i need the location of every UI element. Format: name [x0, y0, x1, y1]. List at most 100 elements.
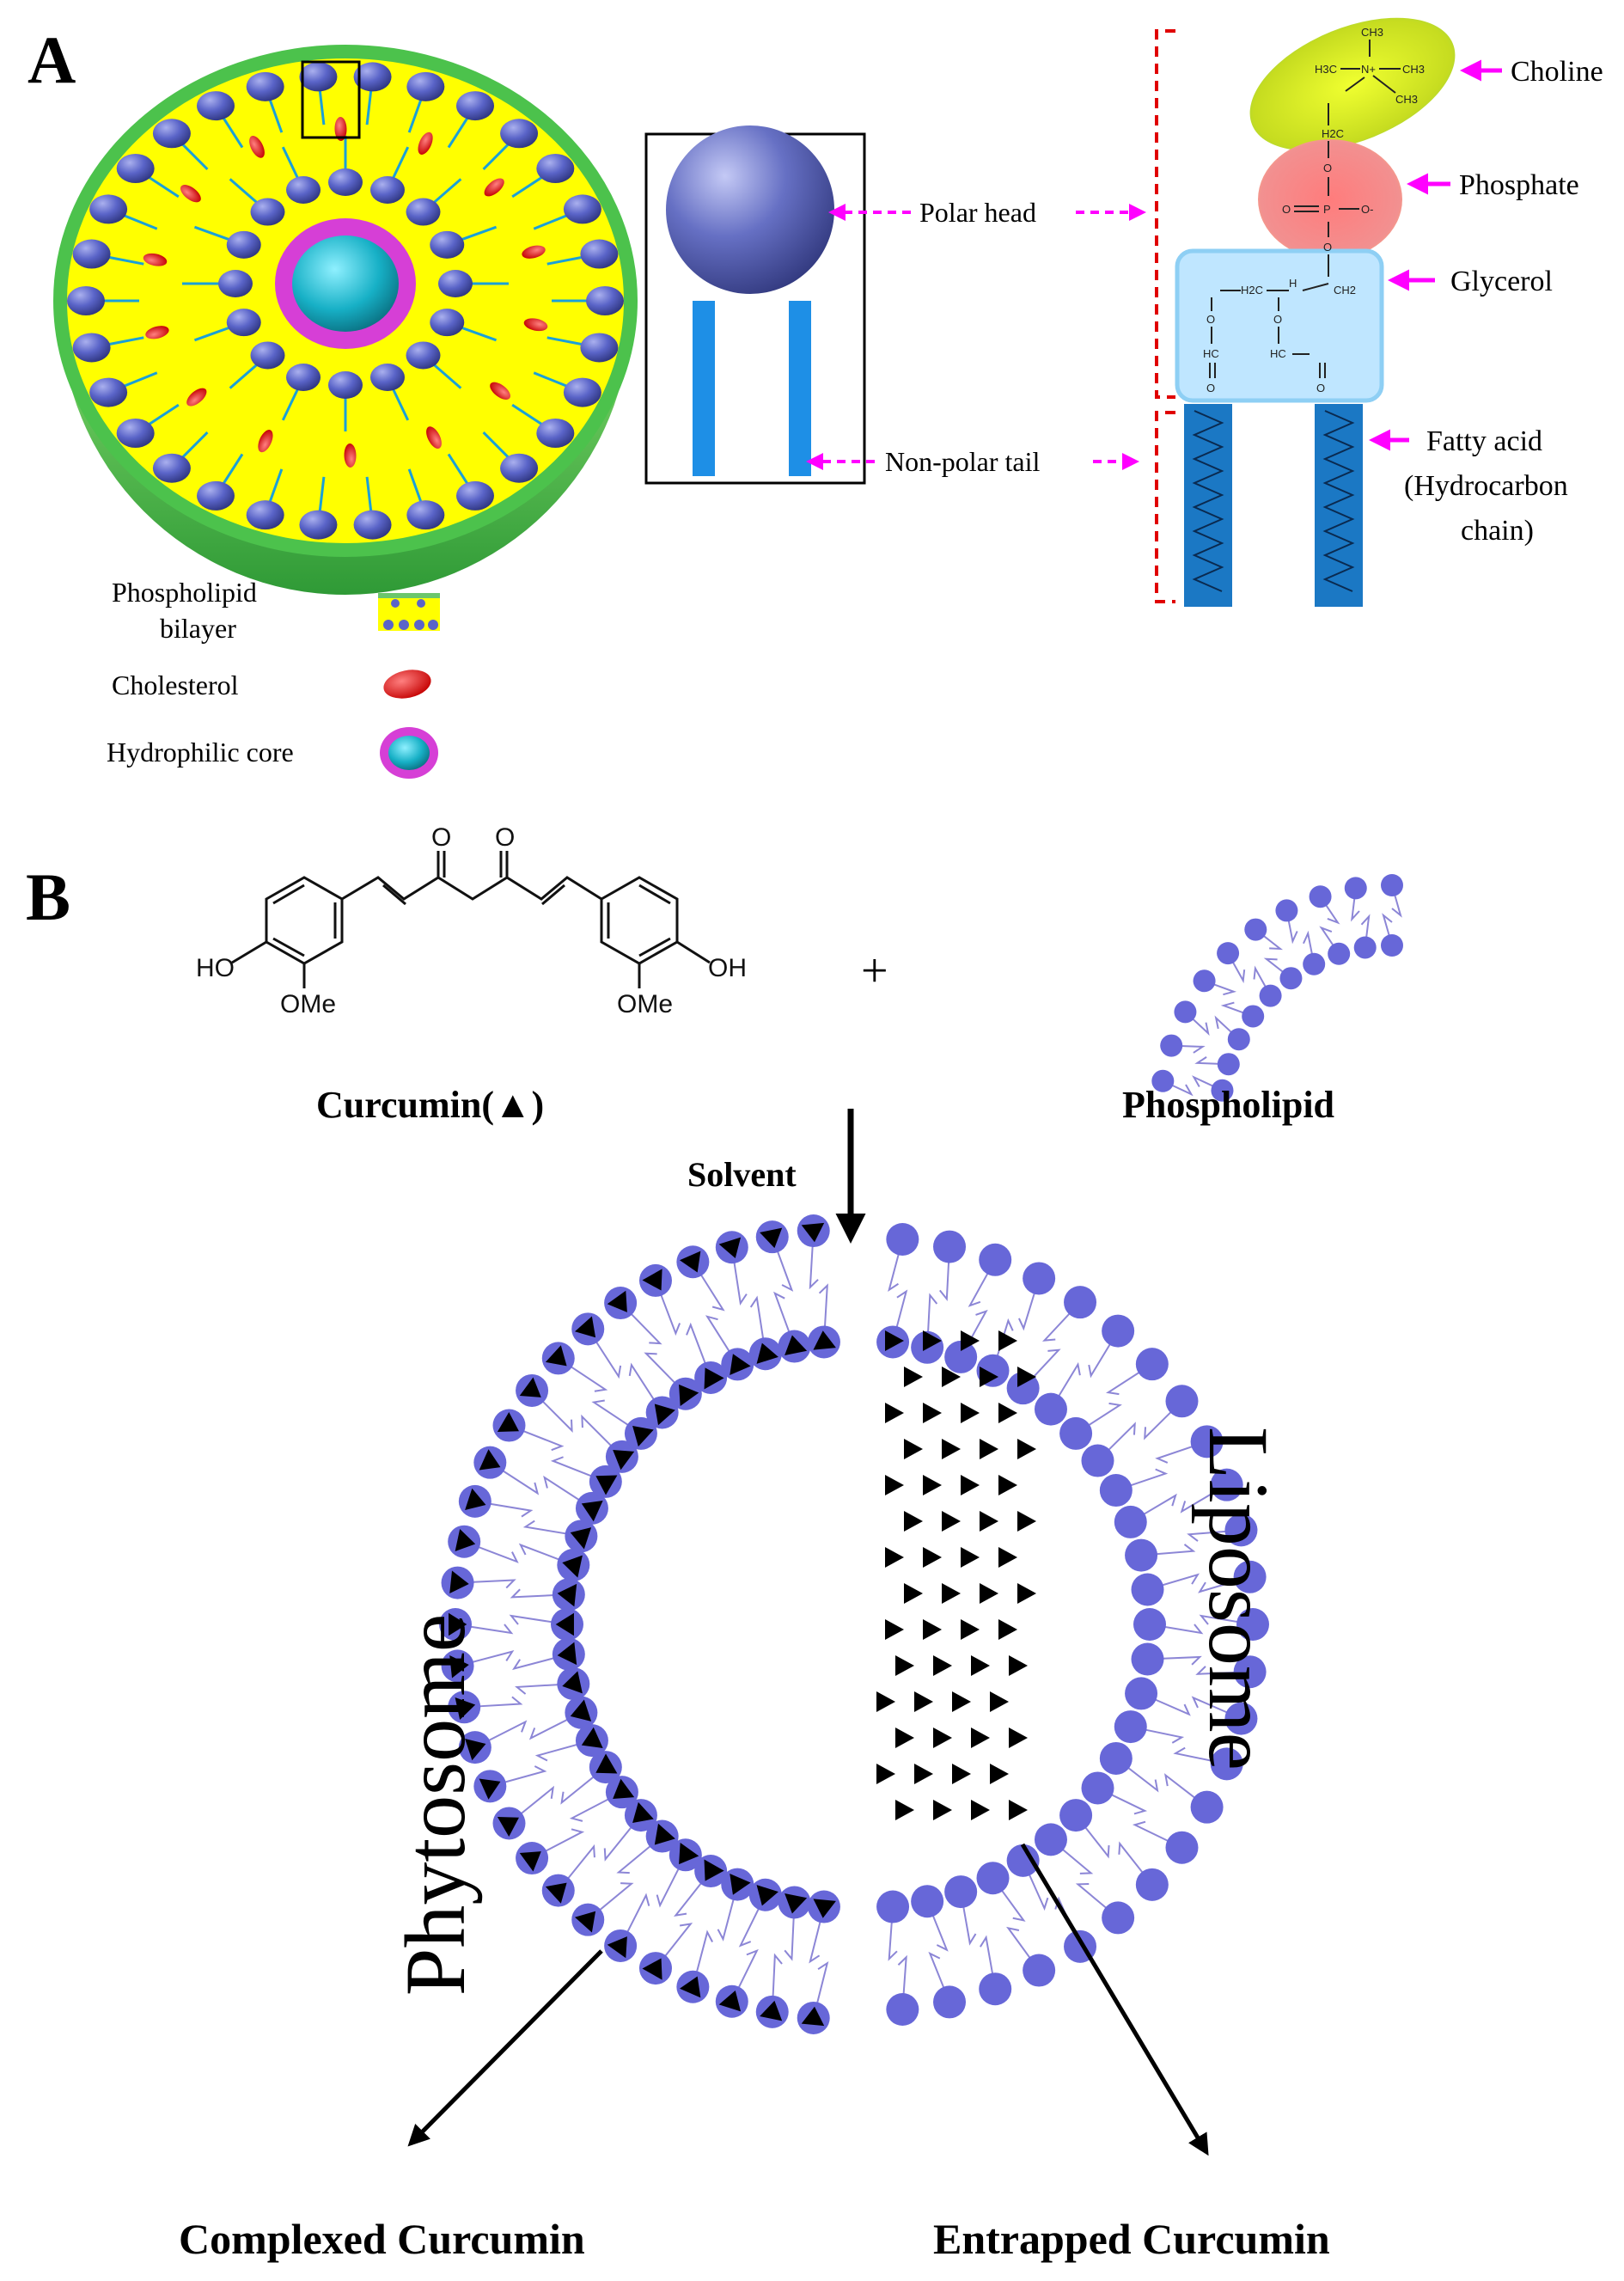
outer-lipid-head — [353, 510, 392, 540]
lipid-head — [1034, 1823, 1067, 1856]
inner-lipid-head — [250, 198, 285, 226]
cholesterol — [186, 388, 207, 407]
curcumin-triangle — [497, 1412, 519, 1432]
solvent-label: Solvent — [687, 1155, 797, 1194]
inner-lipid-head — [226, 230, 261, 259]
lipid-head — [1236, 1608, 1269, 1641]
curcumin-triangle — [449, 1570, 469, 1593]
lipid-head — [1135, 1868, 1169, 1901]
lipid-tail — [1144, 1400, 1183, 1440]
outer-lipid-layer — [67, 62, 624, 540]
curcumin-triangle — [581, 1501, 603, 1522]
inner-lipid-head — [430, 230, 465, 259]
inner-lipid-head — [369, 175, 405, 204]
svg-text:O: O — [431, 823, 451, 852]
lipid-tail — [528, 1711, 582, 1740]
lipid-head — [933, 1985, 967, 2019]
lipid-tail — [1198, 1575, 1250, 1593]
lipid-tail — [926, 1900, 949, 1952]
lipid-head — [933, 1230, 967, 1263]
lipid-tail — [809, 1230, 819, 1290]
lipid-tail — [522, 1520, 582, 1538]
lipid-tail — [784, 1902, 796, 1961]
hydrocarbon-label: (Hydrocarbon — [1404, 470, 1568, 502]
entrapped-triangle — [961, 1619, 980, 1640]
non-polar-tail-label: Non-polar tail — [885, 446, 1041, 477]
lipid-tail — [1105, 1363, 1153, 1396]
outer-lipid-head — [580, 333, 619, 363]
lipid-tail — [581, 1414, 623, 1458]
lipid-head — [1217, 1053, 1240, 1076]
lipid-tail — [620, 1893, 650, 1947]
lipid-tail — [587, 1882, 634, 1921]
structure-arrows — [1369, 59, 1502, 451]
curcumin-triangle — [562, 1671, 583, 1694]
cholesterol — [484, 178, 504, 197]
lipid-tail — [557, 1844, 595, 1892]
svg-text:HO: HO — [196, 954, 235, 982]
lipid-tail — [897, 1954, 907, 2010]
svg-text:OMe: OMe — [617, 990, 673, 1018]
lipid-tail — [1147, 1655, 1202, 1666]
curcumin-triangle — [679, 1843, 699, 1865]
inner-lipid-head — [218, 270, 253, 297]
lipid-tail — [644, 1352, 687, 1395]
cholesterol — [522, 245, 546, 259]
curcumin-triangle — [654, 1823, 675, 1845]
lipid-head — [1344, 877, 1367, 900]
outer-lipid-head — [197, 480, 235, 511]
inner-lipid-head — [430, 309, 465, 337]
lipid-head — [1165, 1385, 1199, 1418]
structure-brackets — [1155, 29, 1175, 603]
inner-lipid-head — [286, 364, 321, 392]
curcumin-triangle — [785, 1893, 808, 1914]
curcumin-triangle — [654, 1403, 675, 1426]
lipid-tail — [773, 1291, 796, 1347]
entrapped-triangle — [1009, 1800, 1028, 1820]
lipid-tail — [1199, 1614, 1254, 1625]
lipid-head — [1227, 1028, 1250, 1051]
curcumin-triangle — [704, 1367, 724, 1390]
lipid-tail — [655, 1923, 693, 1969]
outer-lipid-head — [500, 119, 539, 149]
aromatic-ring-left — [265, 876, 344, 965]
svg-text:H3C: H3C — [1315, 63, 1337, 76]
entrapped-triangle — [961, 1330, 980, 1351]
lipid-tail — [1195, 1666, 1250, 1675]
inner-lipid-head — [328, 371, 363, 399]
legend: Phospholipid bilayer Cholesterol Hydroph… — [107, 577, 440, 779]
cholesterol — [180, 185, 201, 203]
lipid-tail — [1006, 1926, 1040, 1972]
lipid-head — [1279, 967, 1303, 990]
entrapped-triangle — [885, 1619, 904, 1640]
entrapped-triangle — [980, 1367, 998, 1387]
curcumin-triangle — [760, 2000, 783, 2021]
curcumin-triangle — [756, 1885, 778, 1906]
lipid-tail — [1191, 1696, 1242, 1720]
cholesterol — [426, 426, 442, 449]
entrapped-triangle — [904, 1583, 923, 1604]
lipid-tail — [656, 1854, 687, 1908]
svg-text:O: O — [1323, 241, 1332, 254]
lipid-tail — [474, 1720, 528, 1749]
fatty-acid-tail-left — [1184, 404, 1232, 607]
outer-lipid-head — [246, 500, 284, 530]
lipid-head — [1381, 934, 1403, 957]
outer-lipid-head — [152, 453, 191, 483]
lipid-head — [979, 1972, 1012, 2006]
curcumin-triangle — [575, 1316, 596, 1338]
entrapped-triangle — [998, 1619, 1017, 1640]
complexed-arrow — [407, 1949, 603, 2147]
curcumin-triangle — [785, 1335, 808, 1356]
lipid-head — [1210, 1468, 1243, 1501]
curcumin-triangle — [801, 2006, 825, 2027]
lipid-head — [1193, 969, 1216, 993]
lipid-tail — [509, 1424, 565, 1452]
entrapped-triangle — [1017, 1367, 1036, 1387]
cholesterol — [249, 136, 265, 158]
lipid-tail — [569, 1791, 623, 1822]
lipid-head — [1233, 1560, 1267, 1593]
lipid-head — [1125, 1677, 1158, 1710]
lipid-tail — [515, 1683, 574, 1695]
